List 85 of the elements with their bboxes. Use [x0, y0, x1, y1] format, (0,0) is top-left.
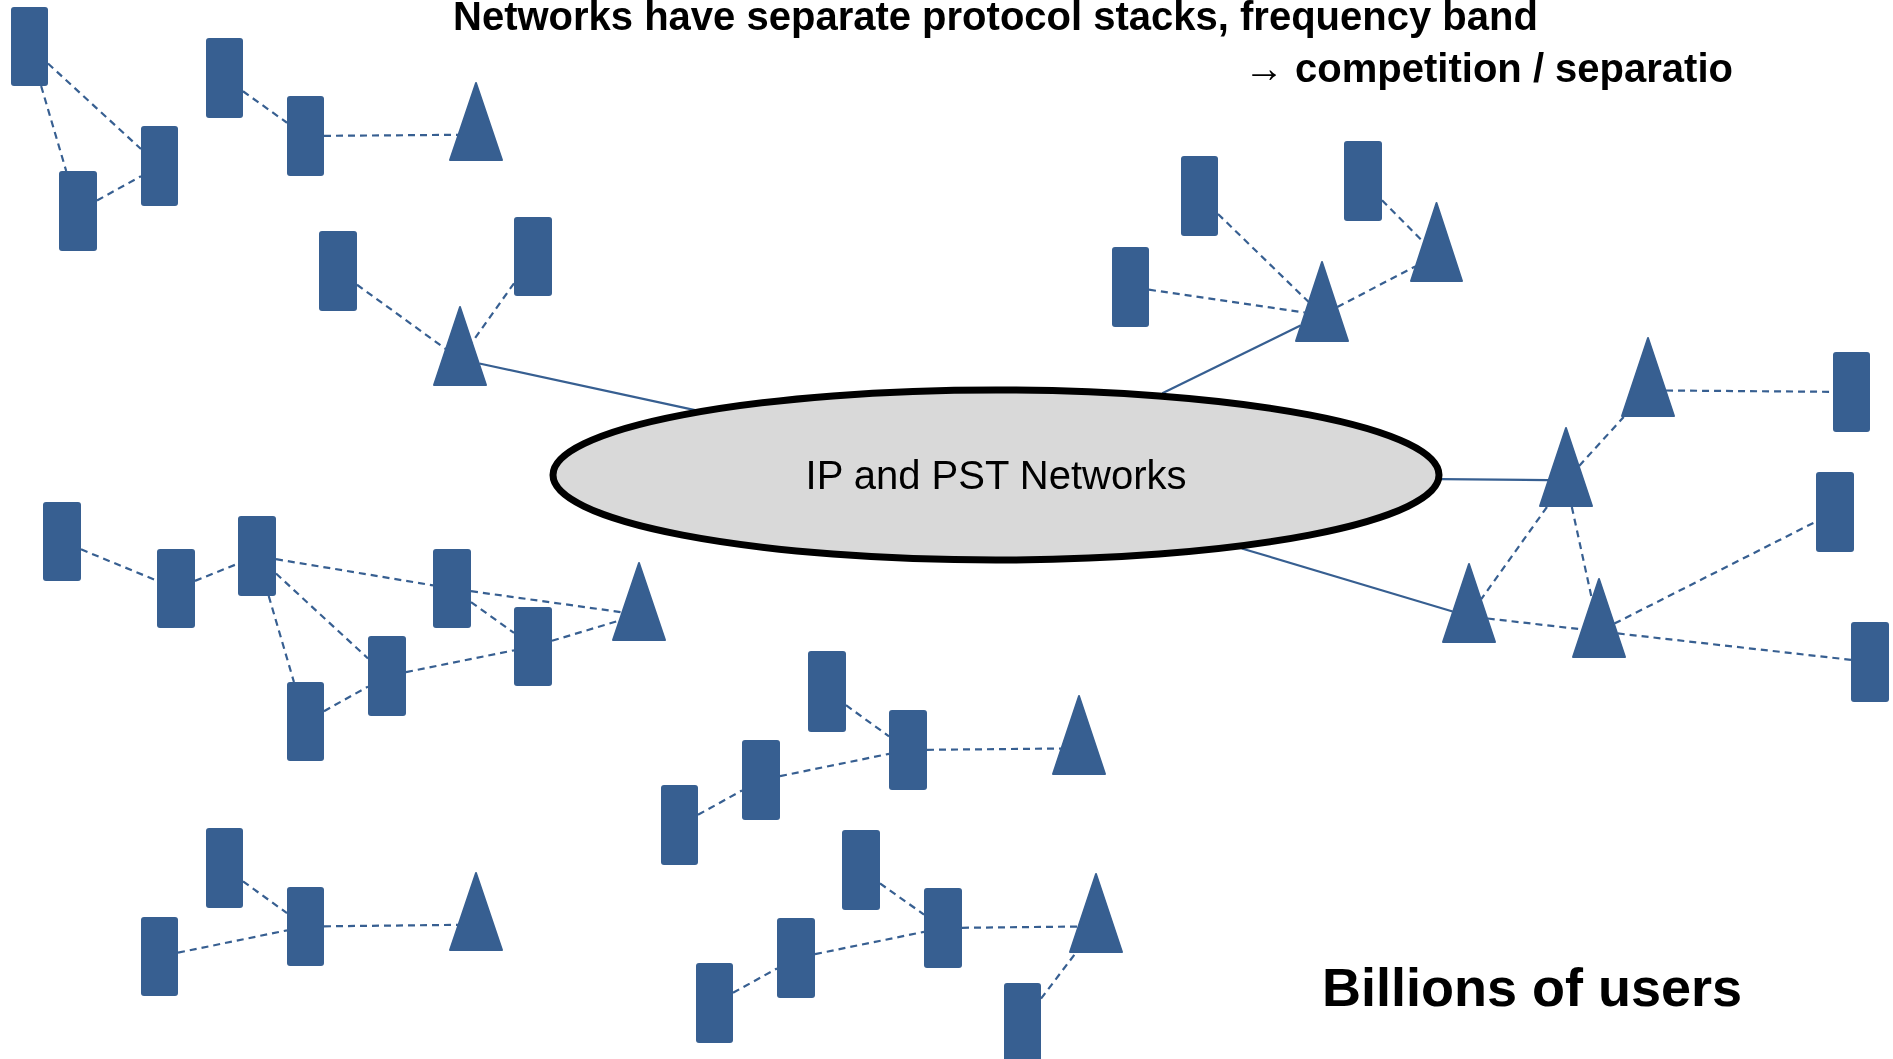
dashed-link — [1217, 213, 1310, 303]
dashed-link — [1148, 288, 1305, 314]
dashed-link — [96, 175, 142, 202]
dashed-link — [1480, 506, 1548, 600]
triangle-node — [433, 306, 487, 386]
rectangle-node — [924, 888, 962, 968]
rectangle-node — [1816, 472, 1854, 552]
rectangle-node — [433, 549, 471, 628]
dashed-link — [323, 685, 369, 713]
caption-text: Billions of users — [1322, 958, 1743, 1018]
dashed-link — [1617, 632, 1852, 661]
rectangle-node — [1112, 247, 1149, 327]
triangle-node — [1069, 873, 1123, 953]
triangle-node — [449, 872, 503, 951]
rectangle-node — [1344, 141, 1382, 221]
dashed-link — [47, 62, 142, 150]
dashed-link — [242, 90, 288, 124]
dashed-link — [1040, 952, 1077, 1000]
rectangle-node — [514, 607, 552, 686]
dashed-link — [879, 882, 925, 916]
dashed-link — [267, 595, 295, 683]
triangle-node — [449, 82, 503, 161]
rectangle-node — [238, 516, 276, 596]
dashed-link — [356, 283, 447, 350]
rectangle-node — [287, 96, 324, 176]
dashed-link — [962, 925, 1078, 929]
dashed-link — [177, 929, 288, 954]
connector-line — [1241, 547, 1453, 613]
connector-line — [479, 362, 696, 412]
dashed-link — [697, 789, 743, 816]
rectangle-node — [43, 502, 81, 581]
heading-text: → competition / separatio — [1244, 46, 1733, 90]
rectangle-node — [141, 126, 178, 206]
dashed-link — [40, 85, 68, 172]
rectangle-node — [206, 828, 243, 908]
dashed-link — [275, 558, 434, 587]
dashed-link — [405, 649, 515, 674]
triangle-node — [1572, 578, 1626, 658]
triangle-node — [1442, 563, 1496, 643]
triangle-node — [1539, 427, 1593, 507]
rectangle-node — [287, 887, 324, 966]
dashed-link — [470, 590, 622, 614]
rectangle-node — [368, 636, 406, 716]
rectangle-node — [742, 740, 780, 820]
rectangle-node — [696, 963, 733, 1043]
rectangle-node — [1833, 352, 1870, 432]
connector-line — [1441, 478, 1549, 482]
network-ellipse — [549, 386, 1443, 564]
dashed-link — [845, 704, 890, 738]
rectangle-node — [287, 682, 324, 761]
rectangle-node — [319, 231, 357, 311]
dashed-link — [324, 923, 458, 928]
rectangle-node — [889, 710, 927, 790]
rectangle-node — [206, 38, 243, 118]
rectangle-node — [157, 549, 195, 628]
rectangle-node — [1181, 156, 1218, 236]
dashed-link — [324, 133, 458, 137]
triangle-node — [1052, 695, 1106, 775]
triangle-node — [1621, 337, 1675, 417]
dashed-link — [1336, 265, 1416, 308]
dashed-link — [1613, 520, 1817, 625]
rectangle-node — [11, 7, 48, 86]
rectangle-node — [1851, 622, 1889, 702]
triangle-node — [612, 562, 666, 641]
dashed-link — [732, 967, 778, 994]
dashed-link — [779, 752, 890, 778]
dashed-link — [814, 930, 925, 956]
heading-text: Networks have separate protocol stacks, frequency band — [453, 0, 1538, 38]
rectangle-node — [141, 917, 178, 996]
node-label: IP and PST Networks — [805, 452, 1187, 498]
connector-line — [1161, 324, 1301, 395]
rectangle-node — [1004, 983, 1041, 1059]
rectangle-node — [842, 830, 880, 910]
rectangle-node — [59, 171, 97, 251]
rectangle-node — [808, 651, 846, 732]
rectangle-node — [777, 918, 815, 998]
triangle-node — [1295, 261, 1349, 342]
dashed-link — [242, 880, 288, 915]
triangle-node — [1410, 202, 1463, 282]
dashed-link — [470, 601, 515, 634]
dashed-link — [275, 572, 369, 660]
rectangle-node — [514, 217, 552, 296]
rectangle-node — [661, 785, 698, 865]
dashed-link — [927, 747, 1061, 751]
dashed-link — [1578, 416, 1625, 467]
